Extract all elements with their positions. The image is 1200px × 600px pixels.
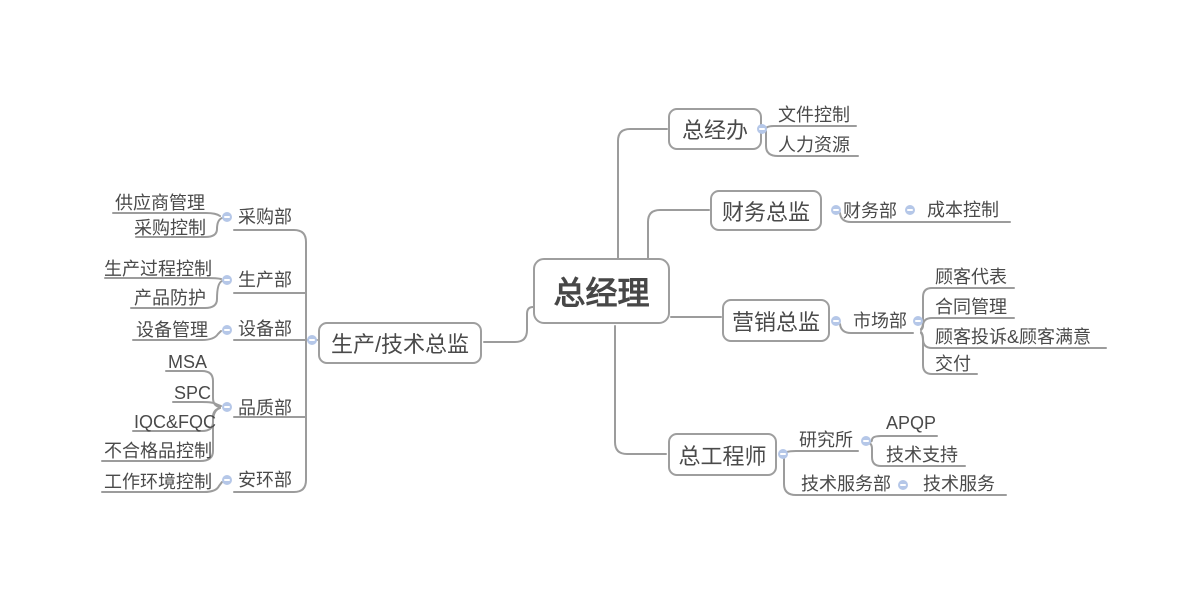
topic-tech-service[interactable]: 技术服务 (923, 474, 995, 494)
topic-msa[interactable]: MSA (168, 352, 208, 372)
collapse-icon[interactable] (222, 325, 232, 335)
topic-finance-dept[interactable]: 财务部 (843, 201, 897, 221)
general-manager-node[interactable]: 总经理 (533, 258, 670, 324)
collapse-icon[interactable] (913, 316, 923, 326)
production-tech-director-node[interactable]: 生产/技术总监 (318, 322, 482, 364)
topic-contract-mgmt[interactable]: 合同管理 (935, 297, 1007, 317)
topic-document-control[interactable]: 文件控制 (778, 105, 850, 125)
collapse-icon[interactable] (222, 475, 232, 485)
collapse-icon[interactable] (861, 436, 871, 446)
topic-research-institute[interactable]: 研究所 (799, 430, 853, 450)
marketing-director-node[interactable]: 营销总监 (722, 299, 830, 342)
collapse-icon[interactable] (222, 275, 232, 285)
topic-production-process-control[interactable]: 生产过程控制 (104, 259, 212, 279)
topic-market-dept[interactable]: 市场部 (853, 311, 907, 331)
topic-customer-complaint-satisfaction[interactable]: 顾客投诉&顾客满意 (935, 327, 1092, 347)
gm-office-node[interactable]: 总经办 (668, 108, 762, 150)
topic-purchase-control[interactable]: 采购控制 (134, 218, 206, 238)
collapse-icon[interactable] (898, 480, 908, 490)
topic-purchasing-dept[interactable]: 采购部 (238, 207, 292, 227)
topic-equipment-mgmt[interactable]: 设备管理 (136, 320, 208, 340)
topic-quality-dept[interactable]: 品质部 (238, 398, 292, 418)
topic-cost-control[interactable]: 成本控制 (927, 200, 999, 220)
topic-tech-service-dept[interactable]: 技术服务部 (801, 474, 891, 494)
collapse-icon[interactable] (222, 212, 232, 222)
topic-work-environment-control[interactable]: 工作环境控制 (104, 472, 212, 492)
chief-engineer-node[interactable]: 总工程师 (668, 433, 777, 476)
topic-iqc-fqc[interactable]: IQC&FQC (134, 412, 217, 432)
finance-director-node[interactable]: 财务总监 (710, 190, 822, 231)
topic-customer-rep[interactable]: 顾客代表 (935, 267, 1007, 287)
collapse-icon[interactable] (905, 205, 915, 215)
topic-spc[interactable]: SPC (174, 383, 212, 403)
topic-product-protection[interactable]: 产品防护 (134, 288, 206, 308)
topic-nonconforming-control[interactable]: 不合格品控制 (104, 441, 212, 461)
topic-supplier-mgmt[interactable]: 供应商管理 (115, 193, 205, 213)
topic-apqp[interactable]: APQP (886, 413, 937, 433)
collapse-icon[interactable] (307, 335, 317, 345)
topic-safety-env-dept[interactable]: 安环部 (238, 470, 292, 490)
topic-production-dept[interactable]: 生产部 (238, 270, 292, 290)
topic-human-resources[interactable]: 人力资源 (778, 135, 850, 155)
collapse-icon[interactable] (757, 124, 767, 134)
topic-delivery[interactable]: 交付 (935, 354, 971, 374)
collapse-icon[interactable] (778, 449, 788, 459)
topic-tech-support[interactable]: 技术支持 (886, 445, 958, 465)
collapse-icon[interactable] (831, 316, 841, 326)
collapse-icon[interactable] (222, 402, 232, 412)
collapse-icon[interactable] (831, 205, 841, 215)
topic-equipment-dept[interactable]: 设备部 (238, 319, 292, 339)
